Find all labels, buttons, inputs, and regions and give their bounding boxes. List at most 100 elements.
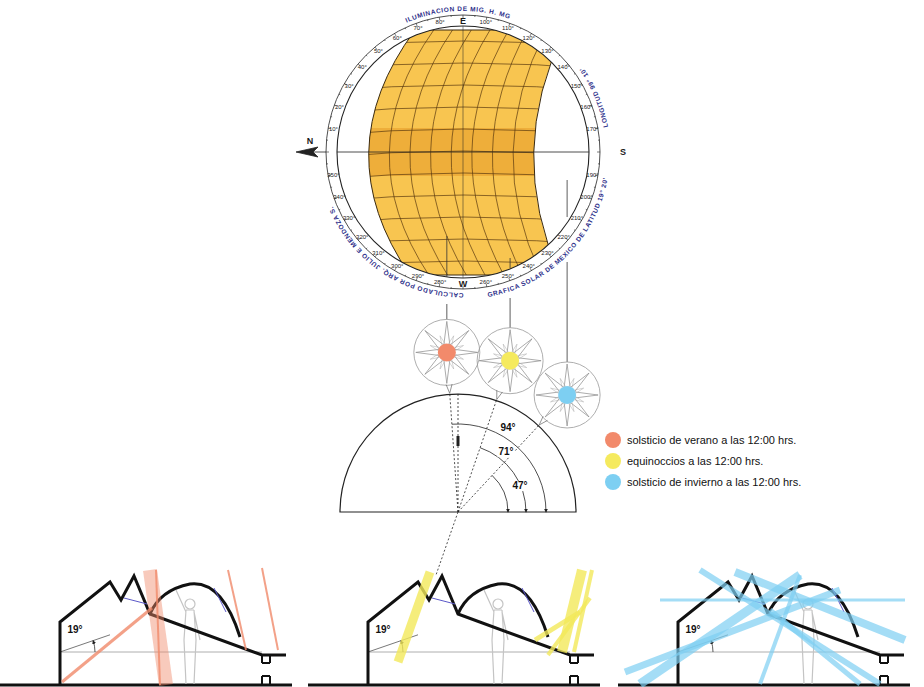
equinox-rays	[574, 570, 592, 652]
curved-caption: CALCULADO POR ARQ. JULIO E MENDOZA S.	[327, 205, 463, 299]
degree-tick	[540, 263, 542, 264]
sun-beam	[446, 384, 452, 393]
degree-tick	[540, 40, 542, 41]
legend-text: solsticio de invierno a las 12:00 hrs.	[627, 476, 801, 488]
sun-star	[494, 344, 527, 377]
degree-number: 240°	[523, 263, 535, 269]
degree-number: 20°	[335, 104, 344, 110]
sun-star	[479, 330, 541, 392]
degree-tick	[451, 287, 452, 288]
winter-rays	[625, 570, 905, 684]
degree-tick	[327, 140, 328, 141]
degree-tick	[474, 287, 475, 288]
degree-number: 130°	[541, 48, 553, 54]
degree-number: 310°	[372, 250, 384, 256]
sun-angle-semicircle	[436, 394, 539, 575]
degree-tick	[586, 94, 587, 96]
degree-number: 290°	[412, 273, 424, 279]
degree-tick	[598, 140, 599, 141]
degree-tick	[498, 283, 499, 284]
curved-caption: GRAFICA SOLAR DE MEXICO DE LATITUD 19° 2…	[487, 177, 609, 298]
degree-tick	[427, 20, 428, 21]
degree-tick	[474, 16, 475, 17]
summer-rays	[156, 570, 160, 685]
curved-caption: ILUMINACION DE MIG. H. MG	[404, 5, 511, 24]
legend: solsticio de verano a las 12:00 hrs.equi…	[604, 429, 801, 492]
sun-angle-semicircle	[340, 394, 576, 575]
degree-number: 150°	[571, 83, 583, 89]
curved-caption: LONGITUD 99° 10'	[578, 66, 609, 128]
winter-rays	[660, 599, 905, 602]
degree-tick	[351, 229, 352, 231]
date-line	[320, 173, 610, 180]
degree-number: 320°	[356, 234, 368, 240]
degree-tick	[384, 263, 386, 264]
sun-angle-semicircle	[457, 436, 460, 446]
degree-tick	[594, 116, 595, 117]
degree-tick	[586, 209, 587, 211]
degree-tick	[331, 116, 332, 117]
degree-number: 200°	[580, 194, 592, 200]
sun-path-outline	[369, 30, 565, 275]
degree-tick	[339, 209, 340, 211]
degree-tick	[327, 163, 328, 164]
degree-tick	[559, 55, 560, 56]
summer-rays	[150, 570, 166, 685]
legend-swatch-box	[604, 431, 622, 449]
degree-number: 110°	[502, 25, 514, 31]
chart-frame	[463, 26, 464, 278]
date-line	[320, 261, 610, 268]
chart-frame	[326, 15, 600, 289]
compass-letter: W	[459, 279, 468, 288]
date-line	[320, 195, 610, 202]
equinox-rays	[398, 572, 430, 662]
degree-tick	[331, 187, 332, 188]
angle-label: 71°	[497, 447, 514, 457]
sun-path-chart	[300, 0, 630, 300]
legend-swatch-box	[604, 473, 622, 491]
projection-line	[446, 236, 447, 277]
date-line	[320, 41, 610, 48]
curved-caption: LONGITUD 99° 10'	[578, 66, 609, 128]
sun-symbols	[414, 180, 600, 428]
legend-swatch	[605, 474, 621, 490]
sun-path-chart	[300, 0, 630, 300]
legend-row: solsticio de verano a las 12:00 hrs.	[604, 429, 801, 450]
curved-caption: ILUMINACION DE MIG. H. MG	[404, 5, 511, 24]
curved-caption: CALCULADO POR ARQ. JULIO E MENDOZA S.	[327, 205, 463, 299]
summer-rays	[262, 568, 278, 650]
sun-angle-semicircle	[492, 475, 508, 512]
date-line	[320, 239, 610, 246]
sun-star	[536, 364, 598, 426]
chart-frame	[326, 15, 600, 289]
hour-line	[410, 30, 453, 275]
sun-star	[430, 336, 463, 369]
legend-swatch	[605, 453, 621, 469]
degree-number: 10°	[329, 126, 338, 132]
degree-tick	[498, 20, 499, 21]
equinox-rays	[535, 612, 580, 640]
degree-number: 160°	[580, 104, 592, 110]
degree-tick	[326, 152, 329, 153]
hour-line	[451, 30, 490, 275]
sun-disc	[501, 352, 519, 370]
projection-line	[446, 304, 447, 319]
degree-tick	[598, 163, 599, 164]
degree-number: 210°	[571, 215, 583, 221]
degree-number: 140°	[558, 64, 570, 70]
angle-label: 19°	[684, 625, 701, 635]
degree-number: 40°	[358, 64, 367, 70]
degree-number: 60°	[393, 35, 402, 41]
projection-line	[510, 258, 511, 268]
degree-tick	[405, 28, 407, 29]
sun-star	[416, 321, 478, 383]
degree-number: 330°	[343, 215, 355, 221]
angle-label: 19°	[374, 625, 391, 635]
sun-beam	[497, 390, 503, 399]
degree-number: 190°	[586, 172, 598, 178]
degree-tick	[405, 275, 407, 276]
compass-letter: N	[307, 137, 314, 146]
summer-rays	[62, 608, 152, 682]
date-line	[320, 107, 610, 114]
